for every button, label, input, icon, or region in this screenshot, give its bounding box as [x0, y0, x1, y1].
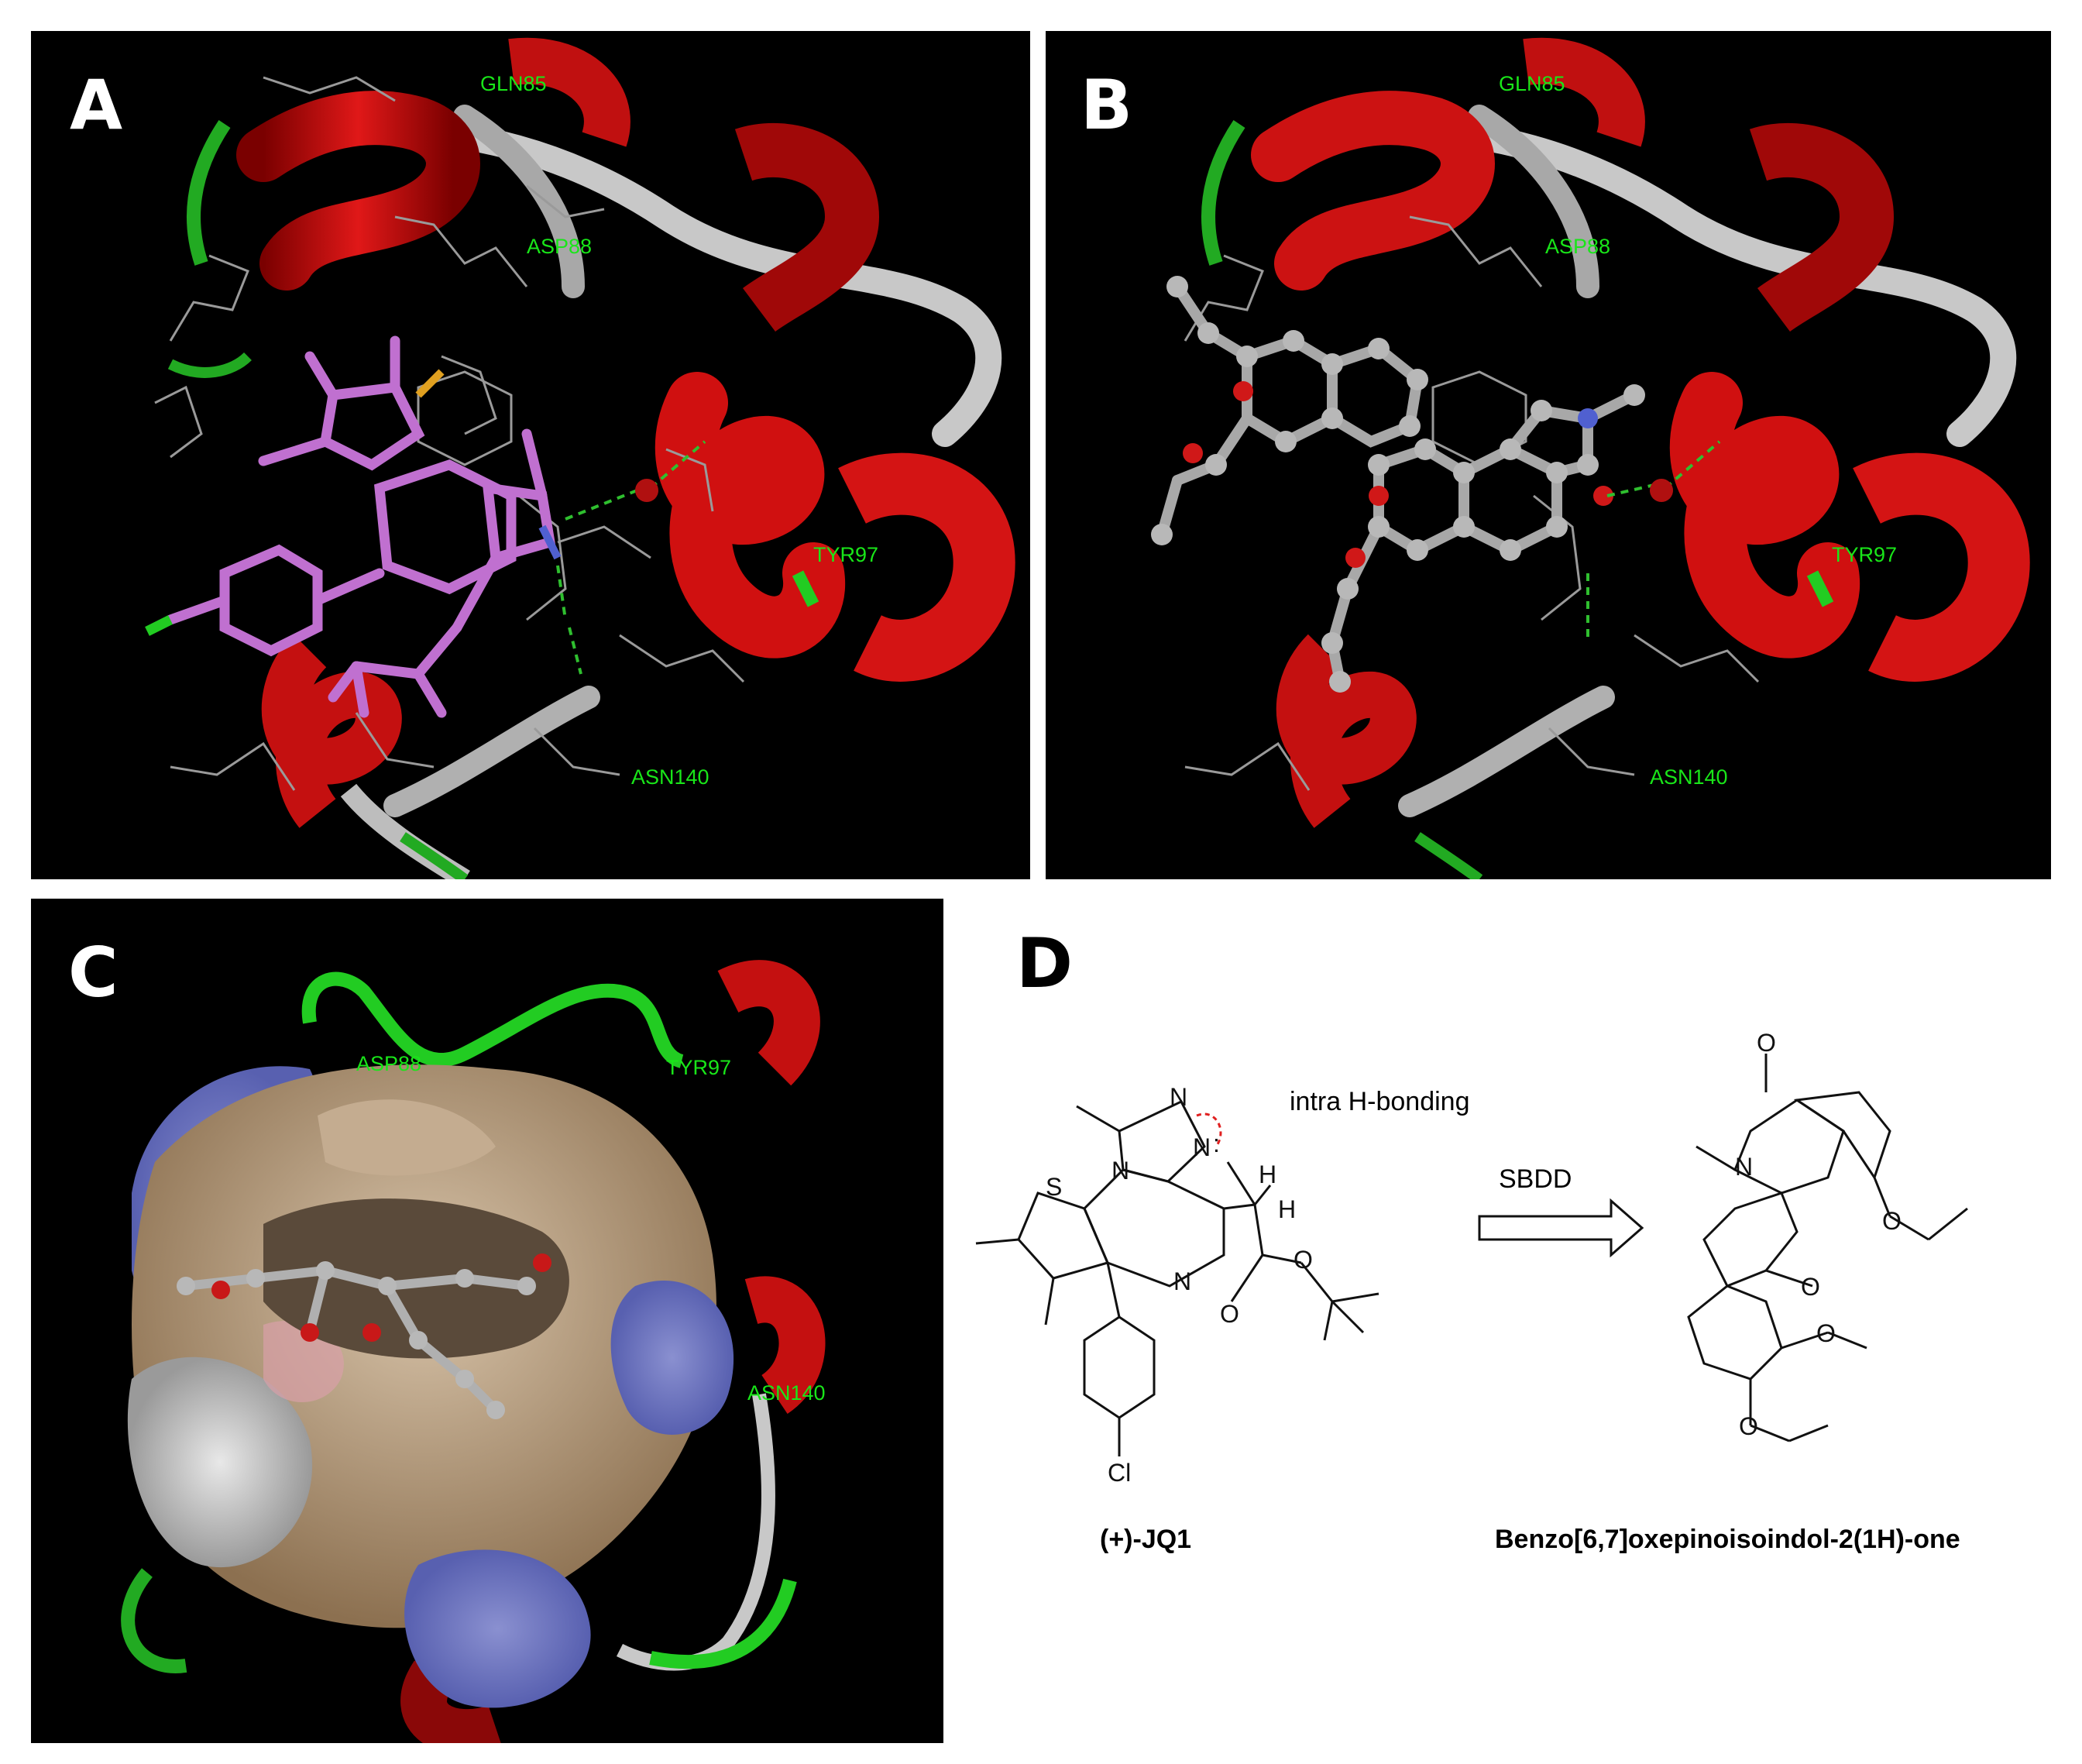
- loop-green-3: [400, 832, 469, 879]
- loop-green-top: [301, 971, 685, 1068]
- panel-b-structure: [1151, 37, 2030, 879]
- helix-bottom: [1276, 634, 1417, 828]
- tyr-green-stub: [1806, 570, 1834, 607]
- atom-n-lactam: N: [1735, 1153, 1754, 1181]
- loop-green-3: [1414, 832, 1483, 879]
- panel-letter-c: C: [68, 933, 119, 1013]
- ligand-nitrogen: [1578, 408, 1598, 428]
- helix-bottom: [261, 634, 402, 828]
- atom-o-ether-1: O: [1882, 1207, 1902, 1235]
- panel-c: C ASP88 TYR97 ASN140: [31, 899, 943, 1743]
- atom-n-4: N: [1173, 1267, 1192, 1295]
- label-tyr97-c: TYR97: [666, 1056, 732, 1079]
- atom-n-3: N: [1111, 1157, 1130, 1185]
- residue-wireframe: [1184, 215, 1760, 791]
- atom-cl: Cl: [1108, 1459, 1132, 1487]
- atom-o-2: O: [1294, 1246, 1313, 1274]
- benzoxepino-structure: [1687, 1054, 1968, 1442]
- panel-a: A GLN85 ASP88 TYR97 ASN140: [31, 31, 1030, 879]
- helix-top-right: [1523, 37, 1645, 147]
- ligand-oxygens: [211, 1253, 551, 1342]
- panel-d: D: [960, 899, 2076, 1751]
- label-tyr97-a: TYR97: [813, 543, 879, 566]
- ligand-benzoxepino-sticks: [1156, 281, 1640, 687]
- ligand-atoms: [177, 1261, 536, 1419]
- ligand-in-pocket: [185, 1266, 527, 1414]
- panel-d-structures: [975, 1054, 1968, 1456]
- pocket-rim: [318, 1099, 496, 1176]
- panel-c-surface: [121, 960, 826, 1743]
- atom-h-2: H: [1278, 1195, 1297, 1223]
- coil-segment: [453, 105, 585, 298]
- water-sphere: [1650, 479, 1673, 502]
- jq1-structure: [975, 1100, 1379, 1456]
- atom-o-ether-3: O: [1739, 1412, 1758, 1440]
- ligand-cl-atom: [145, 615, 173, 636]
- atom-n-2: N: [1193, 1133, 1211, 1161]
- lone-pair: :: [1213, 1130, 1220, 1157]
- compound-right-name: Benzo[6,7]oxepinoisoindol-2(1H)-one: [1495, 1525, 1960, 1554]
- helix-bottom: [400, 1660, 501, 1743]
- label-asn140-b: ASN140: [1650, 765, 1728, 789]
- atom-h-1: H: [1259, 1161, 1277, 1188]
- surface-blue-right: [610, 1280, 734, 1436]
- loop-green-left: [121, 1568, 187, 1673]
- helix-right: [717, 960, 820, 1086]
- label-asp88-a: ASP88: [527, 235, 593, 258]
- label-asn140-c: ASN140: [747, 1381, 826, 1405]
- atom-s: S: [1046, 1173, 1063, 1201]
- hbond-arc: [1196, 1112, 1222, 1147]
- surface-white-lower: [127, 1357, 313, 1568]
- loop-green-right: [649, 1578, 797, 1669]
- helix-right: [654, 372, 846, 658]
- panel-a-structure: [145, 37, 1015, 879]
- helix-asn: [744, 1276, 826, 1414]
- panel-letter-b: B: [1081, 65, 1133, 145]
- ligand-oxygens: [1183, 381, 1613, 568]
- atom-o-carbonyl: O: [1757, 1029, 1776, 1057]
- surface-blue-bottom: [404, 1549, 591, 1708]
- panel-b: B GLN85 ASP88 TYR97 ASN140: [1046, 31, 2051, 879]
- atom-o-1: O: [1220, 1300, 1239, 1328]
- sbdd-label: SBDD: [1499, 1164, 1572, 1194]
- panel-letter-d: D: [1016, 923, 1074, 1003]
- loop-green-2: [167, 352, 252, 378]
- panel-letter-a: A: [70, 65, 123, 145]
- helix-far-right: [838, 452, 1015, 682]
- helix-right-upper: [1749, 122, 1895, 332]
- helix-top: [1251, 91, 1495, 291]
- atom-o-ether-2: O: [1816, 1319, 1836, 1347]
- coil-segment: [1468, 105, 1599, 298]
- label-gln85-a: GLN85: [480, 72, 547, 95]
- helix-far-right: [1853, 452, 2030, 682]
- helix-top-right: [508, 37, 630, 147]
- label-asn140-a: ASN140: [631, 765, 709, 789]
- helix-right: [1669, 372, 1860, 658]
- helix-top: [236, 91, 480, 291]
- helix-right-upper: [734, 122, 880, 332]
- hbond-lines: [556, 440, 706, 675]
- coil-segment-lower: [383, 686, 600, 817]
- compound-left-name: (+)-JQ1: [1100, 1525, 1192, 1554]
- ligand-n-atom: [538, 524, 562, 560]
- loop-green: [1201, 120, 1245, 266]
- water-sphere: [635, 479, 658, 502]
- residue-wireframe: [154, 76, 745, 791]
- ligand-jq1-sticks: [165, 335, 556, 718]
- label-gln85-b: GLN85: [1499, 72, 1565, 95]
- coil-segment-lower: [1398, 686, 1615, 817]
- loop-green: [187, 120, 231, 266]
- tyr-green-stub: [792, 570, 819, 607]
- hbond-lines: [1586, 440, 1721, 643]
- hbond-note: intra H-bonding: [1290, 1087, 1470, 1116]
- label-asp88-c: ASP88: [356, 1052, 422, 1075]
- label-asp88-b: ASP88: [1545, 235, 1611, 258]
- label-tyr97-b: TYR97: [1832, 543, 1898, 566]
- ligand-s-atom: [415, 369, 445, 398]
- sbdd-arrow: [1478, 1198, 1644, 1258]
- atom-n-1: N: [1170, 1083, 1188, 1111]
- ligand-atoms: [1151, 276, 1645, 693]
- atom-o-oxepine: O: [1801, 1273, 1820, 1301]
